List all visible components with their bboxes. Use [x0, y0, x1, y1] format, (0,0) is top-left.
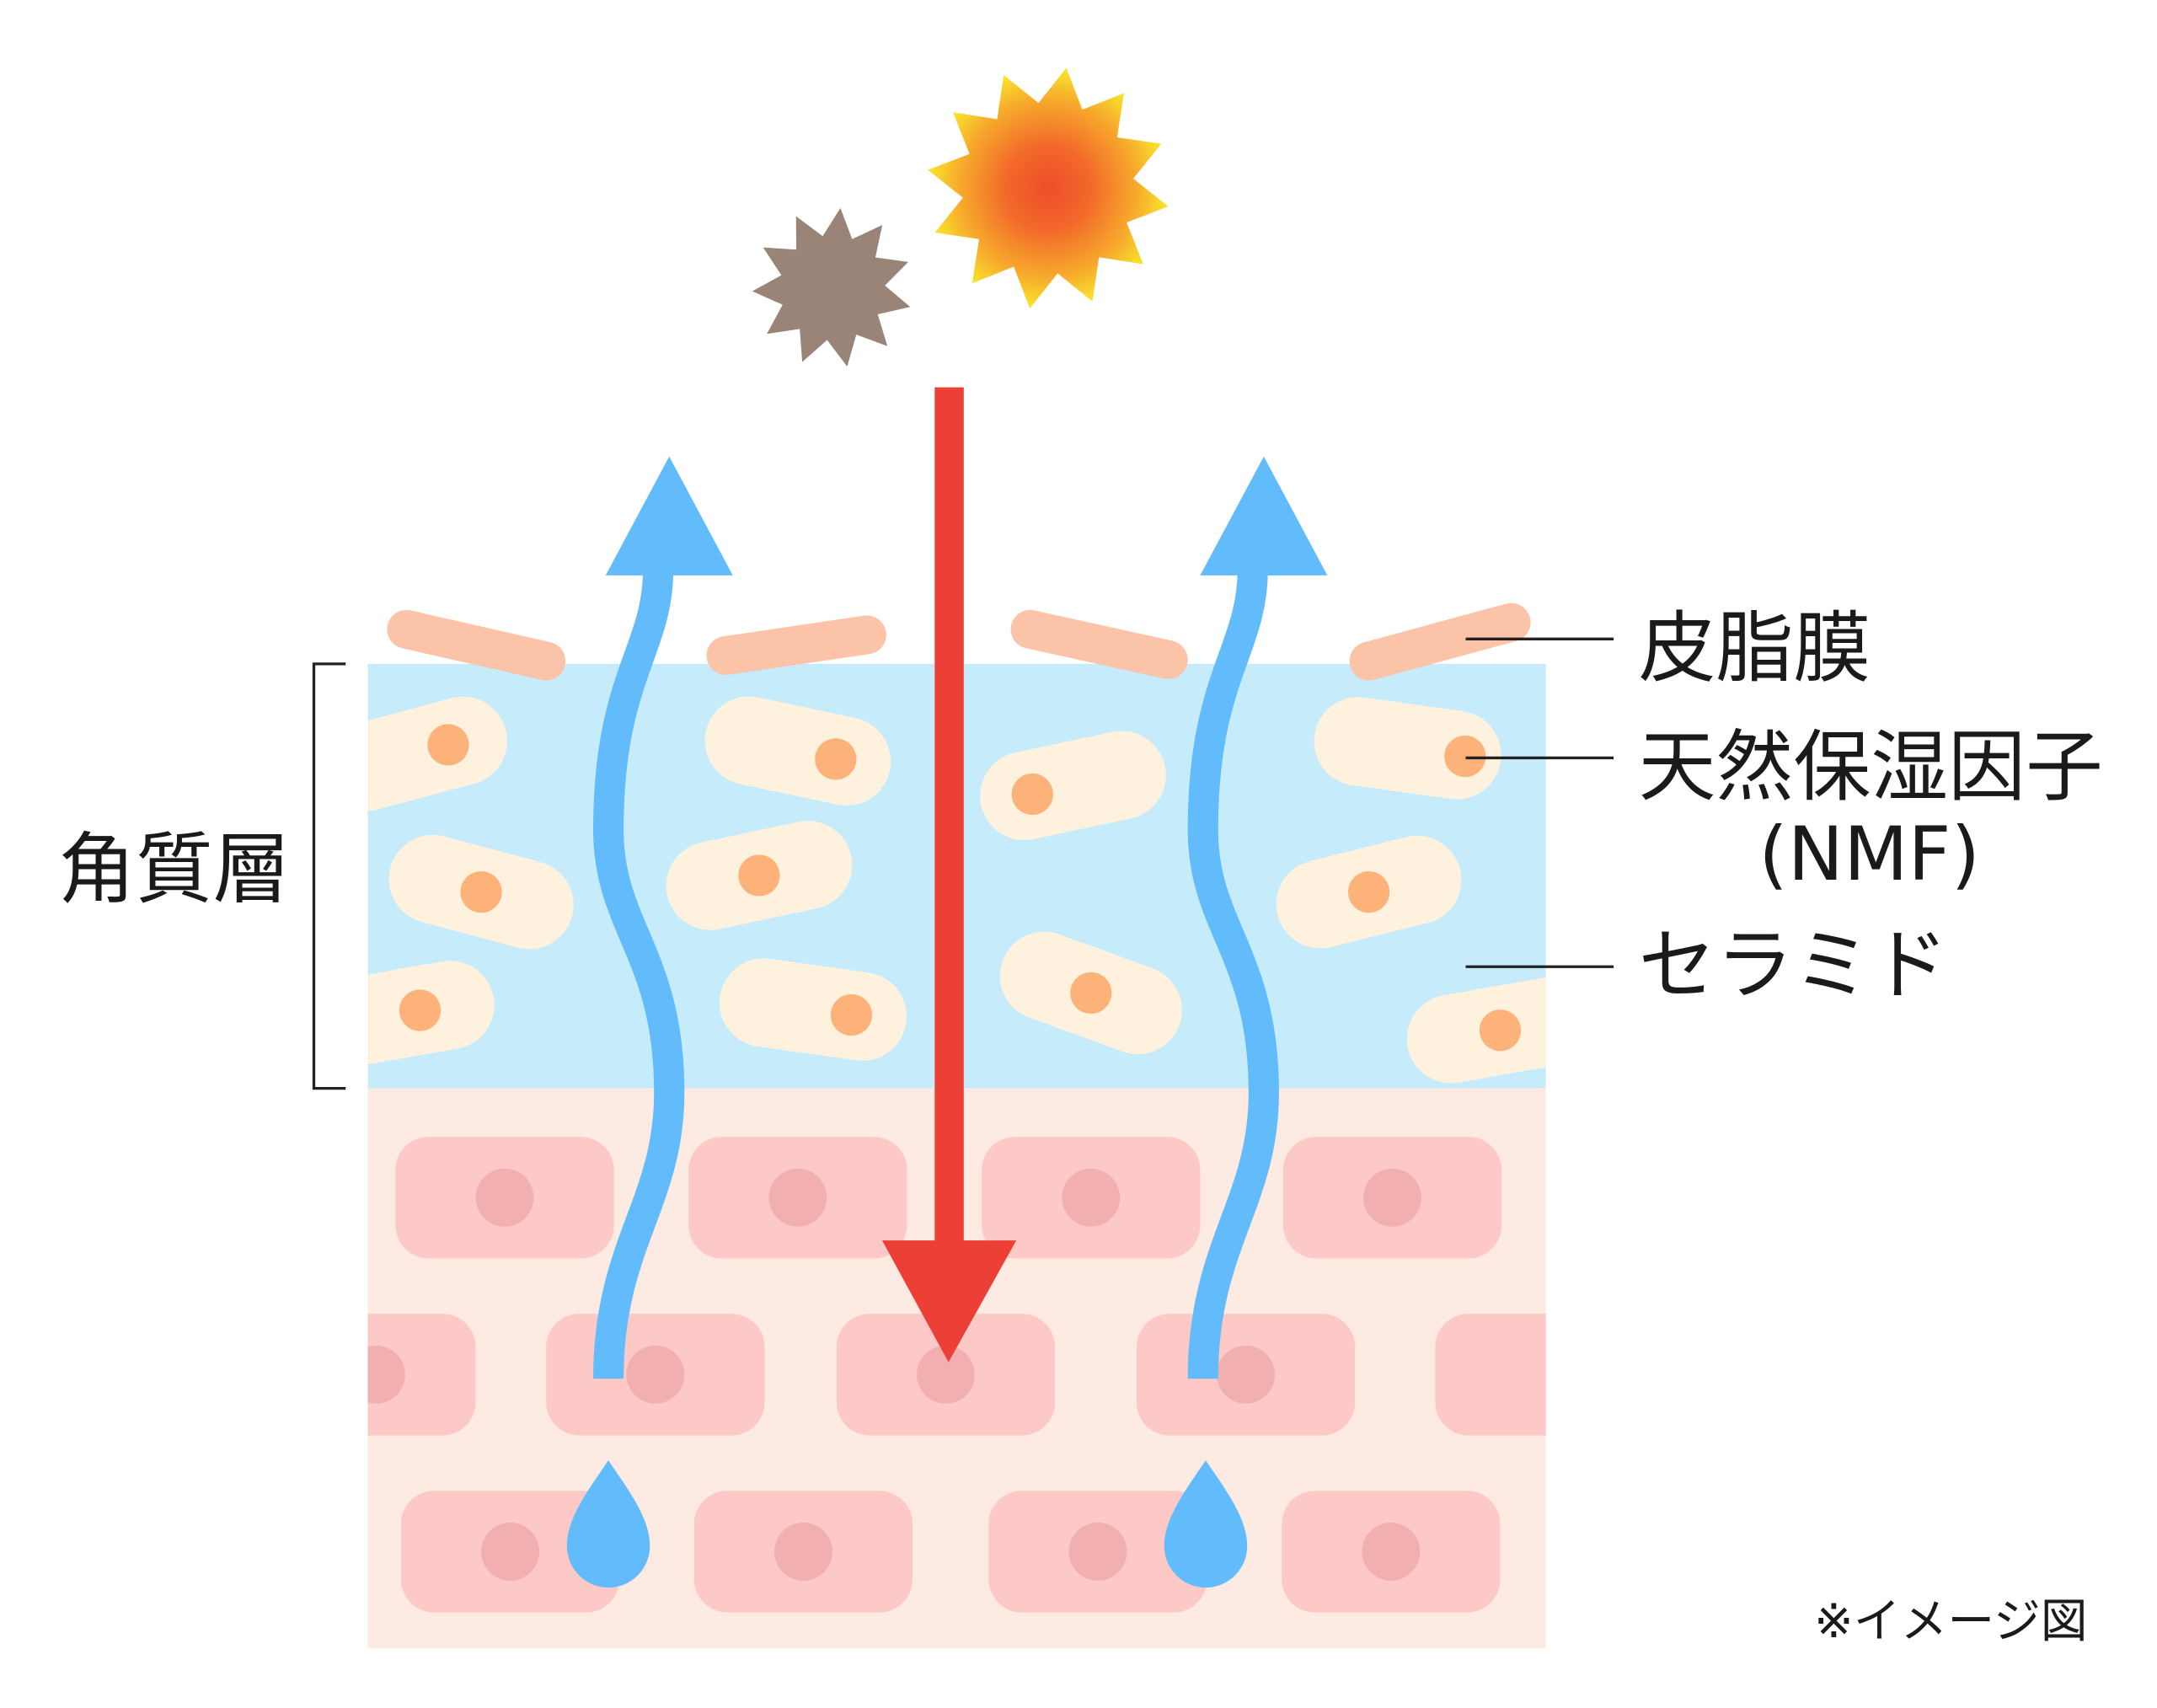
- stratum-corneum-bracket: [312, 662, 346, 1090]
- cell-nucleus: [768, 1168, 827, 1227]
- ceramide-capsule: [704, 696, 891, 806]
- stratum-corneum-label: 角質層: [58, 825, 291, 915]
- epidermal-cell: [1435, 1314, 1546, 1436]
- cell-nucleus: [917, 1345, 975, 1404]
- cell-nucleus: [1612, 1346, 1670, 1404]
- nmf-dot: [427, 724, 469, 766]
- nmf-dot: [1348, 871, 1390, 913]
- nmf-capsule: [666, 821, 853, 930]
- nmf-capsule: [367, 961, 495, 1067]
- arrow-down-icon: [934, 387, 964, 1245]
- cell-nucleus: [1217, 1345, 1276, 1404]
- arrow-head: [1200, 456, 1328, 576]
- nmf-dot: [460, 871, 502, 913]
- nmf-dot: [815, 738, 857, 780]
- nmf-capsule: [388, 834, 574, 950]
- nmf-abbr-label: (NMF): [1758, 811, 1980, 897]
- sebum-bar: [1349, 602, 1531, 681]
- cell-nucleus: [626, 1345, 685, 1404]
- nmf-dot: [1444, 735, 1486, 778]
- cell-nucleus: [481, 1522, 539, 1581]
- nmf-dot: [830, 993, 873, 1036]
- cell-nucleus: [367, 1345, 405, 1404]
- moisture-arrow-left: [592, 456, 733, 1379]
- sebum-bar: [1010, 609, 1188, 679]
- water-drop-icon: [566, 1460, 650, 1588]
- cell-nucleus: [1062, 1168, 1121, 1227]
- nmf-capsules: [367, 696, 1546, 1084]
- sebum-bar: [387, 609, 566, 681]
- water-drop-icon: [1164, 1460, 1248, 1588]
- arrow-head: [881, 1240, 1017, 1363]
- sebum-film-label: 皮脂膜: [1639, 603, 1871, 693]
- epidermal-cell: [367, 1314, 476, 1436]
- arrow-up-icon: [1187, 569, 1279, 1379]
- nmf-capsule: [999, 931, 1182, 1055]
- nmf-dot: [1011, 773, 1053, 816]
- cell-nucleus: [1363, 1168, 1421, 1227]
- nmf-dot: [399, 989, 442, 1031]
- cell-nucleus: [1068, 1522, 1127, 1581]
- ceramide-capsule: [719, 958, 907, 1061]
- cell-nucleus: [475, 1168, 534, 1227]
- nmf-capsule: [704, 696, 891, 806]
- cell-nucleus: [1362, 1522, 1421, 1581]
- uv-arrow: [881, 387, 1017, 1363]
- cell-nucleus: [773, 1522, 832, 1581]
- nmf-capsule: [980, 731, 1166, 841]
- image-note: ※イメージ図: [1814, 1594, 2088, 1649]
- sebum-film: [387, 602, 1531, 681]
- nmf-capsule: [367, 696, 507, 811]
- moisture-arrow-right: [1187, 456, 1328, 1379]
- sun-icon: [928, 67, 1169, 309]
- nmf-capsule: [719, 958, 907, 1061]
- nmf-capsule: [1314, 697, 1501, 800]
- arrow-up-icon: [592, 569, 685, 1379]
- ceramide-label: セラミド: [1639, 920, 1949, 1010]
- nmf-dot: [1479, 1009, 1522, 1052]
- nmf-capsule: [1406, 977, 1546, 1084]
- nmf-capsule: [1276, 835, 1462, 949]
- epidermal-cells: [367, 1137, 1670, 1613]
- nmf-dot: [738, 854, 780, 897]
- ceramide-capsule: [367, 696, 507, 811]
- dust-particle-icon: [752, 207, 911, 367]
- nmf-dot: [1070, 972, 1112, 1015]
- sebum-bar: [706, 615, 886, 675]
- nmf-label: 天然保湿因子: [1639, 722, 2103, 812]
- arrow-head: [605, 456, 733, 576]
